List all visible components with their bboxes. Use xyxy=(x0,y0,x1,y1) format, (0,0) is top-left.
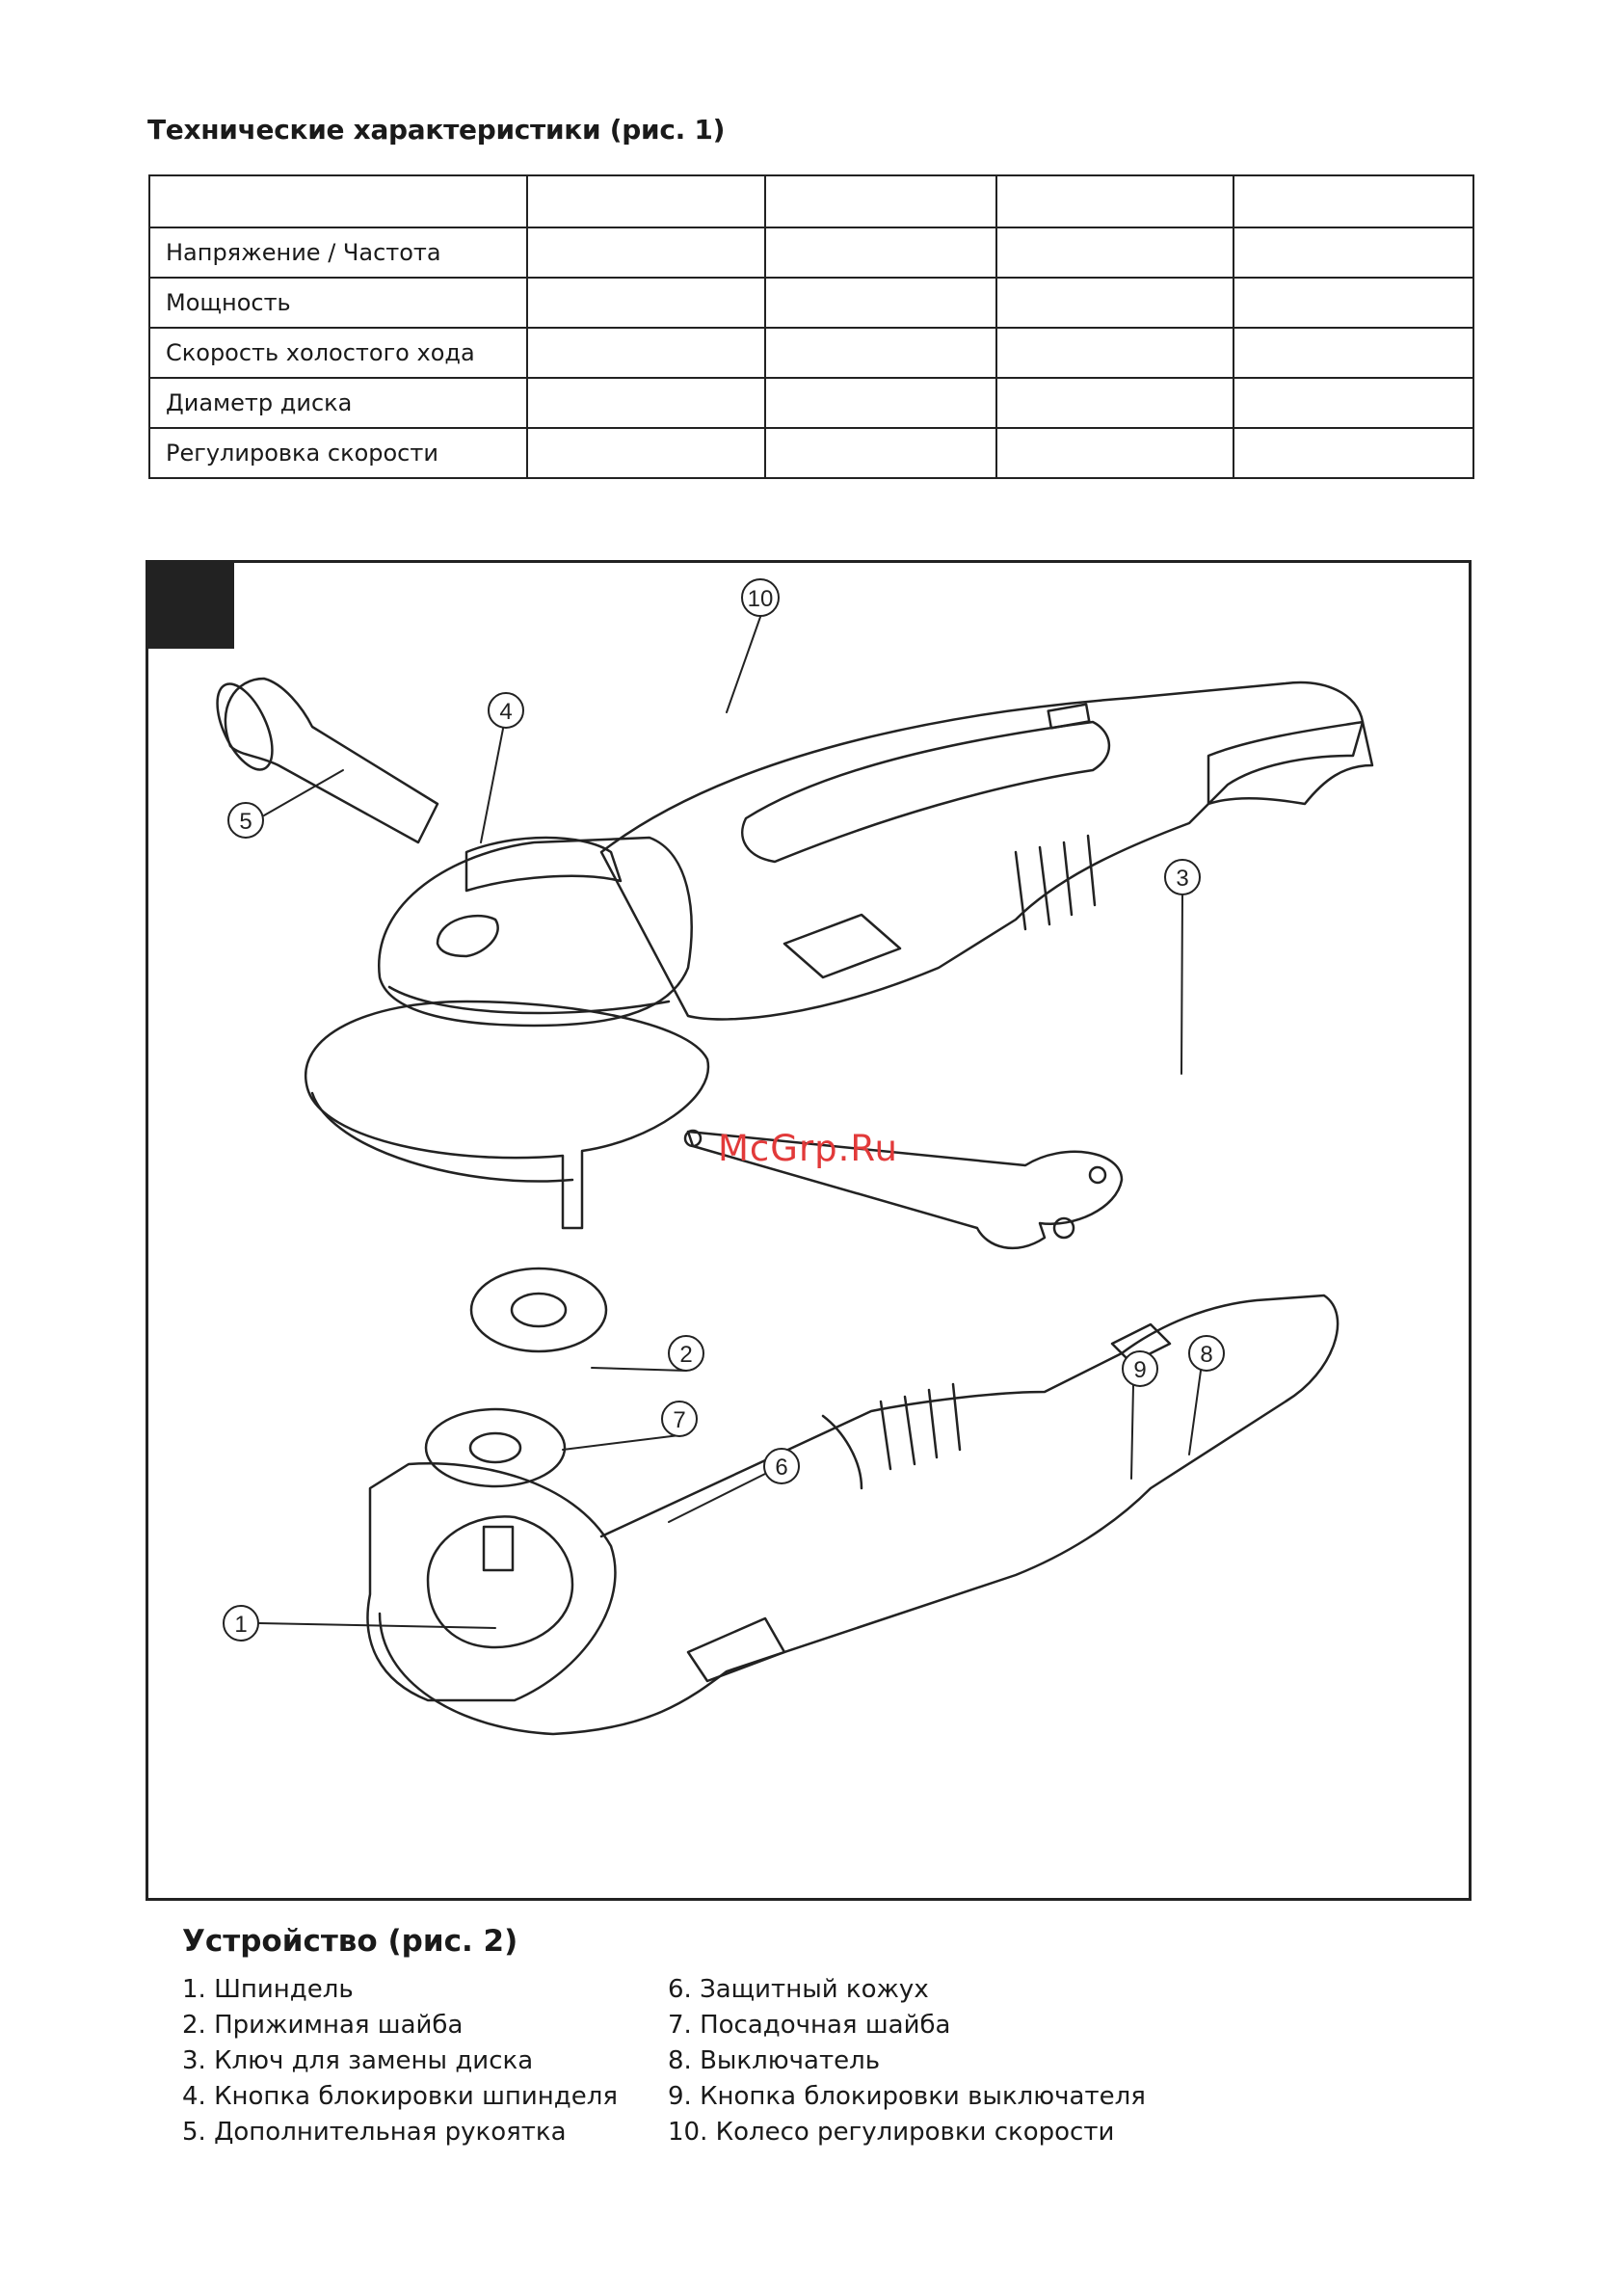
callout-5: 5 xyxy=(239,809,252,835)
row-label: Регулировка скорости xyxy=(148,427,528,479)
device-title: Устройство (рис. 2) xyxy=(182,1924,518,1959)
list-item: 7. Посадочная шайба xyxy=(668,2011,951,2040)
list-item: 8. Выключатель xyxy=(668,2046,881,2075)
wrench-drawing xyxy=(683,1129,1124,1250)
legend-right: 6. Защитный кожух 7. Посадочная шайба 8.… xyxy=(668,1972,1146,2150)
callout-8: 8 xyxy=(1200,1342,1212,1368)
callouts xyxy=(223,578,1225,1642)
table-row: Напряжение / Частота xyxy=(148,227,1474,279)
list-item: 1. Шпиндель xyxy=(182,1975,354,2004)
row-label: Диаметр диска xyxy=(148,377,528,429)
callout-2: 2 xyxy=(679,1342,692,1368)
callout-6: 6 xyxy=(775,1455,787,1481)
list-item: 2. Прижимная шайба xyxy=(182,2011,464,2040)
callout-7: 7 xyxy=(673,1407,685,1433)
list-item: 10. Колесо регулировки скорости xyxy=(668,2118,1115,2147)
callout-3: 3 xyxy=(1176,866,1188,892)
callout-10: 10 xyxy=(748,586,774,612)
figure-tag xyxy=(148,563,234,649)
table-row: Регулировка скорости xyxy=(148,427,1474,479)
spec-table: Напряжение / Частота Мощность Скорость х… xyxy=(148,174,1474,479)
table-header-row xyxy=(148,174,1474,228)
row-label: Скорость холостого хода xyxy=(148,327,528,379)
row-label: Мощность xyxy=(148,277,528,329)
callout-1: 1 xyxy=(234,1612,247,1638)
lower-grinder-drawing xyxy=(366,1294,1339,1736)
row-label: Напряжение / Частота xyxy=(148,227,528,279)
watermark: McGrp.Ru xyxy=(718,1128,898,1169)
list-item: 6. Защитный кожух xyxy=(668,1975,929,2004)
table-row: Скорость холостого хода xyxy=(148,327,1474,379)
grinder-illustration: 10 4 5 3 2 7 6 1 9 8 xyxy=(216,578,1374,1736)
table-row: Диаметр диска xyxy=(148,377,1474,429)
table-row: Мощность xyxy=(148,277,1474,329)
callout-4: 4 xyxy=(499,699,512,725)
list-item: 3. Ключ для замены диска xyxy=(182,2046,534,2075)
callout-labels: 10 4 5 3 2 7 6 1 9 8 xyxy=(234,586,1212,1638)
list-item: 4. Кнопка блокировки шпинделя xyxy=(182,2082,619,2111)
spec-title: Технические характеристики (рис. 1) xyxy=(147,114,726,146)
upper-grinder-drawing xyxy=(216,677,1374,1230)
list-item: 9. Кнопка блокировки выключателя xyxy=(668,2082,1146,2111)
flange-drawings xyxy=(424,1267,608,1488)
list-item: 5. Дополнительная рукоятка xyxy=(182,2118,567,2147)
callout-9: 9 xyxy=(1133,1357,1146,1383)
legend-left: 1. Шпиндель 2. Прижимная шайба 3. Ключ д… xyxy=(182,1972,618,2150)
device-figure: 10 4 5 3 2 7 6 1 9 8 xyxy=(146,560,1472,1901)
